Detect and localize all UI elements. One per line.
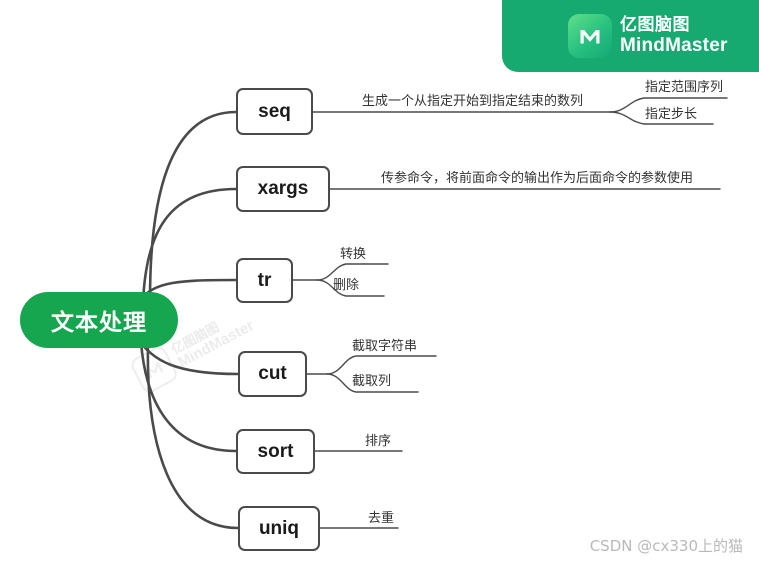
topic-node-seq[interactable]: seq: [236, 88, 313, 135]
brand-banner: 亿图脑图 MindMaster: [502, 0, 759, 72]
leaf-label-tr-delete[interactable]: 删除: [333, 278, 360, 293]
root-topic-label: 文本处理: [51, 309, 147, 335]
brand-text: 亿图脑图 MindMaster: [620, 15, 728, 57]
topic-node-tr[interactable]: tr: [236, 258, 293, 303]
leaf-label-cut-column[interactable]: 截取列: [352, 374, 392, 389]
leaf-label-sort-description[interactable]: 排序: [365, 434, 392, 449]
topic-label-tr: tr: [257, 269, 272, 291]
leaf-label-tr-convert[interactable]: 转换: [340, 247, 367, 262]
csdn-watermark: CSDN @cx330上的猫: [589, 537, 743, 555]
topic-label-xargs: xargs: [257, 178, 309, 199]
root-topic-text-processing[interactable]: 文本处理: [20, 292, 178, 348]
topic-node-uniq[interactable]: uniq: [238, 506, 320, 551]
topic-label-uniq: uniq: [258, 517, 300, 539]
topic-node-cut[interactable]: cut: [238, 351, 307, 397]
mindmaster-logo-icon: [568, 14, 612, 58]
leaf-label-seq-step[interactable]: 指定步长: [645, 107, 698, 122]
leaf-label-cut-substring[interactable]: 截取字符串: [352, 339, 418, 354]
leaf-label-xargs-description[interactable]: 传参命令，将前面命令的输出作为后面命令的参数使用: [381, 171, 694, 186]
topic-label-sort: sort: [257, 440, 294, 462]
brand-name-cn: 亿图脑图: [620, 14, 690, 34]
leaf-label-seq-range[interactable]: 指定范围序列: [645, 80, 724, 95]
topic-label-cut: cut: [258, 363, 287, 384]
leaf-label-seq-description[interactable]: 生成一个从指定开始到指定结束的数列: [362, 94, 584, 109]
leaf-label-uniq-description[interactable]: 去重: [368, 511, 395, 526]
brand-name-en: MindMaster: [620, 34, 728, 56]
topic-label-seq: seq: [258, 100, 291, 122]
topic-node-sort[interactable]: sort: [236, 429, 315, 474]
topic-node-xargs[interactable]: xargs: [236, 166, 330, 212]
